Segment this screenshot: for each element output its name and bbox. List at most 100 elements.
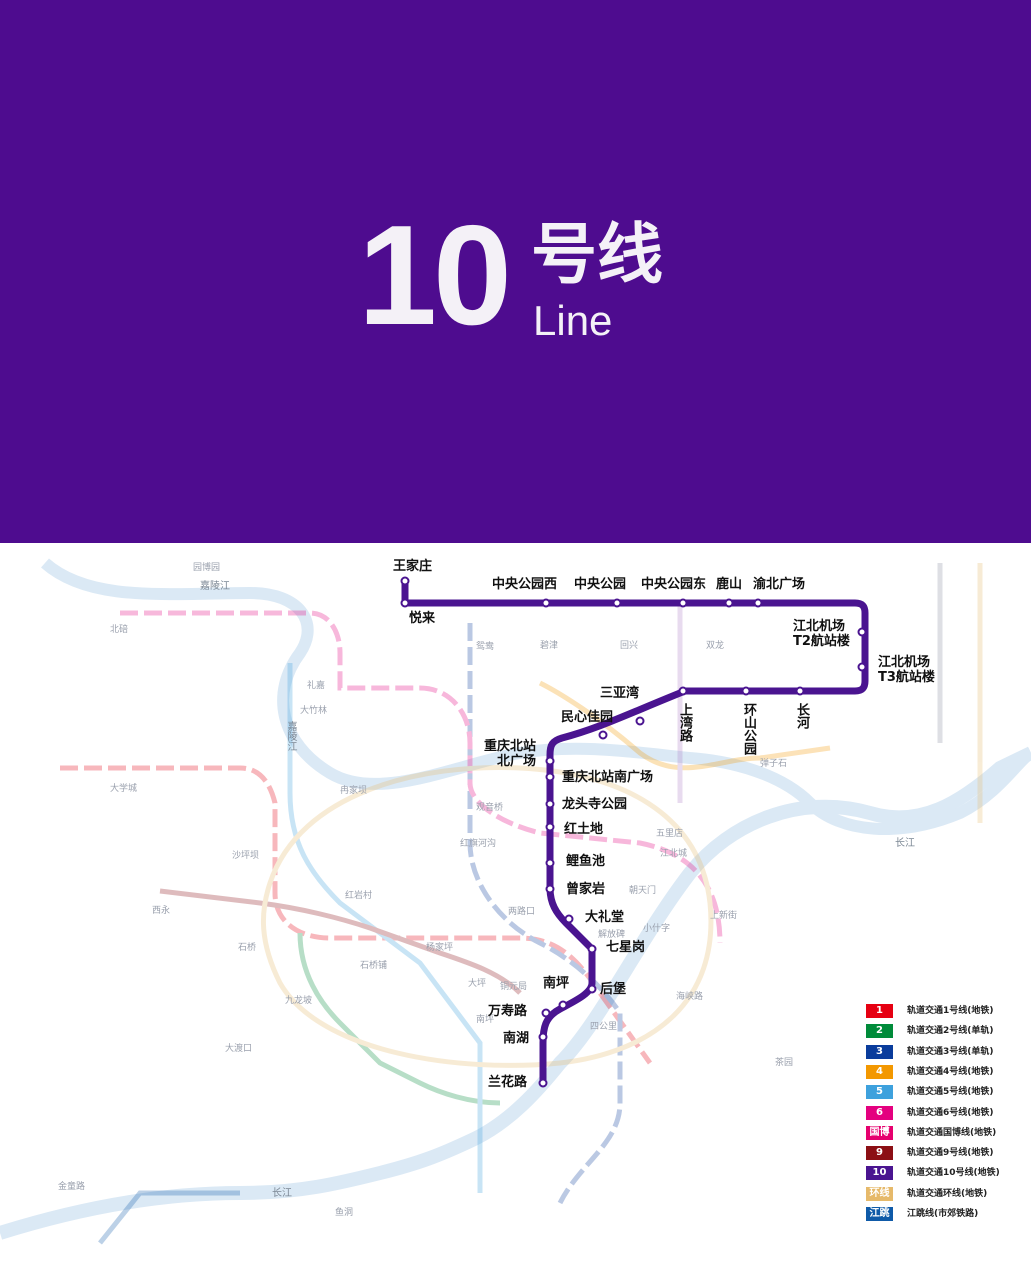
legend-row: 2 轨道交通2号线(单轨) xyxy=(866,1024,1026,1039)
bg-station-label: 两路口 xyxy=(508,907,536,917)
station-label-yuelai[interactable]: 悦来 xyxy=(409,611,436,626)
station-label-shangwanlu[interactable]: 上湾路 xyxy=(676,703,692,742)
legend-text: 轨道交通6号线(地铁) xyxy=(907,1107,994,1118)
station-label-longtousi[interactable]: 龙头寺公园 xyxy=(562,797,628,812)
station-dot xyxy=(541,1008,551,1018)
station-label-t2[interactable]: 江北机场 T2航站楼 xyxy=(793,619,850,649)
bg-station-label: 金童路 xyxy=(58,1182,86,1192)
station-label-lushan[interactable]: 鹿山 xyxy=(716,577,743,592)
station-dot xyxy=(587,944,597,954)
legend-row: 环线轨道交通环线(地铁) xyxy=(866,1186,1026,1201)
station-label-houbao[interactable]: 后堡 xyxy=(600,982,627,997)
station-dot xyxy=(857,627,867,637)
legend-badge: 9 xyxy=(866,1146,893,1161)
legend-text: 轨道交通2号线(单轨) xyxy=(907,1026,994,1037)
bg-station-label: 鱼洞 xyxy=(335,1208,354,1218)
river-label: 长江 xyxy=(895,838,915,849)
line-title-en: Line xyxy=(533,297,613,344)
station-label-minxin[interactable]: 民心佳园 xyxy=(561,710,614,725)
bg-station-label: 铜元局 xyxy=(500,982,528,992)
line-title-cn: 号线 xyxy=(531,216,663,293)
legend-badge: 2 xyxy=(866,1024,893,1039)
station-label-zhongyang-east[interactable]: 中央公园东 xyxy=(641,577,707,592)
station-label-cqnorth-south[interactable]: 重庆北站南广场 xyxy=(562,770,654,785)
legend-text: 轨道交通1号线(地铁) xyxy=(907,1006,994,1016)
station-dot xyxy=(558,1000,568,1010)
bg-station-label: 九龙坡 xyxy=(285,996,313,1006)
bg-station-label: 双龙 xyxy=(706,641,725,651)
legend-badge: 1 xyxy=(866,1004,893,1018)
bg-station-label: 北碚 xyxy=(110,625,129,635)
bg-station-label: 鸳鸯 xyxy=(476,642,495,652)
station-dot xyxy=(795,686,805,696)
station-dot xyxy=(598,730,608,740)
metro-map[interactable]: 嘉陵江 嘉陵江 长江 长江 沙坪坝 红岩村 石桥铺 杨家坪 大坪 两路口 解放碑… xyxy=(0,543,1031,1280)
map-network xyxy=(0,558,1031,1245)
legend-badge: 江跳 xyxy=(866,1207,893,1221)
legend-text: 轨道交通环线(地铁) xyxy=(907,1188,988,1199)
station-dot xyxy=(538,1078,548,1088)
station-label-zhongyang[interactable]: 中央公园 xyxy=(574,577,627,592)
station-dot xyxy=(724,598,734,608)
station-label-huanshan[interactable]: 环山公园 xyxy=(740,703,756,755)
bg-station-label: 四公里 xyxy=(590,1022,618,1032)
legend-row: 国博 轨道交通国博线(地铁) xyxy=(866,1125,1026,1140)
station-label-wanshoulu[interactable]: 万寿路 xyxy=(488,1004,528,1019)
station-dot xyxy=(635,716,645,726)
bg-station-label: 大渡口 xyxy=(225,1044,253,1054)
bg-station-label: 解放碑 xyxy=(598,930,626,940)
bg-line-6 xyxy=(120,610,723,944)
station-label-yubei-square[interactable]: 渝北广场 xyxy=(753,577,806,592)
bg-line-jiangtiao xyxy=(98,1190,240,1245)
line-title-banner: 10 号线 Line xyxy=(0,0,1031,543)
station-label-t3[interactable]: 江北机场 T3航站楼 xyxy=(878,655,935,685)
bg-station-label: 朝天门 xyxy=(629,886,657,896)
bg-station-label: 五里店 xyxy=(656,829,684,839)
bg-station-label: 沙坪坝 xyxy=(232,851,260,861)
legend-text: 轨道交通4号线(地铁) xyxy=(907,1066,994,1077)
legend-text: 轨道交通9号线(地铁) xyxy=(907,1148,994,1159)
station-label-cqnorth-north[interactable]: 重庆北站 北广场 xyxy=(484,739,537,769)
station-dot xyxy=(545,884,555,894)
station-dot xyxy=(612,598,622,608)
bg-line-9 xyxy=(159,888,522,995)
station-dot xyxy=(678,598,688,608)
river-label: 嘉陵江 xyxy=(285,721,296,751)
legend-text: 轨道交通国博线(地铁) xyxy=(907,1127,997,1138)
legend-text: 轨道交通5号线(地铁) xyxy=(907,1087,994,1098)
line-number: 10 xyxy=(358,196,512,355)
river-label: 长江 xyxy=(272,1188,292,1199)
station-label-zhongyang-west[interactable]: 中央公园西 xyxy=(492,577,558,592)
station-label-lanhualu[interactable]: 兰花路 xyxy=(488,1075,528,1090)
bg-station-label: 大坪 xyxy=(468,979,487,989)
station-label-sanyawan[interactable]: 三亚湾 xyxy=(600,686,640,701)
bg-station-label: 江北城 xyxy=(660,849,688,859)
station-label-liyuchi[interactable]: 鲤鱼池 xyxy=(566,854,606,869)
station-label-hongtudi[interactable]: 红土地 xyxy=(564,822,604,837)
legend-badge: 6 xyxy=(866,1105,893,1120)
station-dot xyxy=(753,598,763,608)
bg-station-label: 西永 xyxy=(152,906,171,916)
station-dot xyxy=(545,858,555,868)
background-lines xyxy=(60,563,983,1245)
station-dot xyxy=(857,662,867,672)
station-label-nanping[interactable]: 南坪 xyxy=(543,976,570,991)
station-label-nanhu[interactable]: 南湖 xyxy=(503,1031,530,1046)
station-dot xyxy=(400,576,410,586)
station-label-wangjiazhuang[interactable]: 王家庄 xyxy=(393,559,433,574)
station-label-dalitang[interactable]: 大礼堂 xyxy=(585,910,625,925)
station-label-qixinggang[interactable]: 七星岗 xyxy=(606,940,646,955)
bg-line-4 xyxy=(538,680,831,771)
legend-badge: 国博 xyxy=(866,1125,893,1140)
station-label-zengjiayan[interactable]: 曾家岩 xyxy=(566,882,606,897)
bg-station-label: 观音桥 xyxy=(476,803,504,813)
legend-row: 9 轨道交通9号线(地铁) xyxy=(866,1146,1026,1161)
station-dot xyxy=(587,984,597,994)
bg-station-label: 弹子石 xyxy=(760,759,788,769)
legend-text: 轨道交通10号线(地铁) xyxy=(907,1168,1000,1179)
station-label-changhe[interactable]: 长河 xyxy=(793,703,809,729)
bg-loop-line xyxy=(261,764,714,1068)
